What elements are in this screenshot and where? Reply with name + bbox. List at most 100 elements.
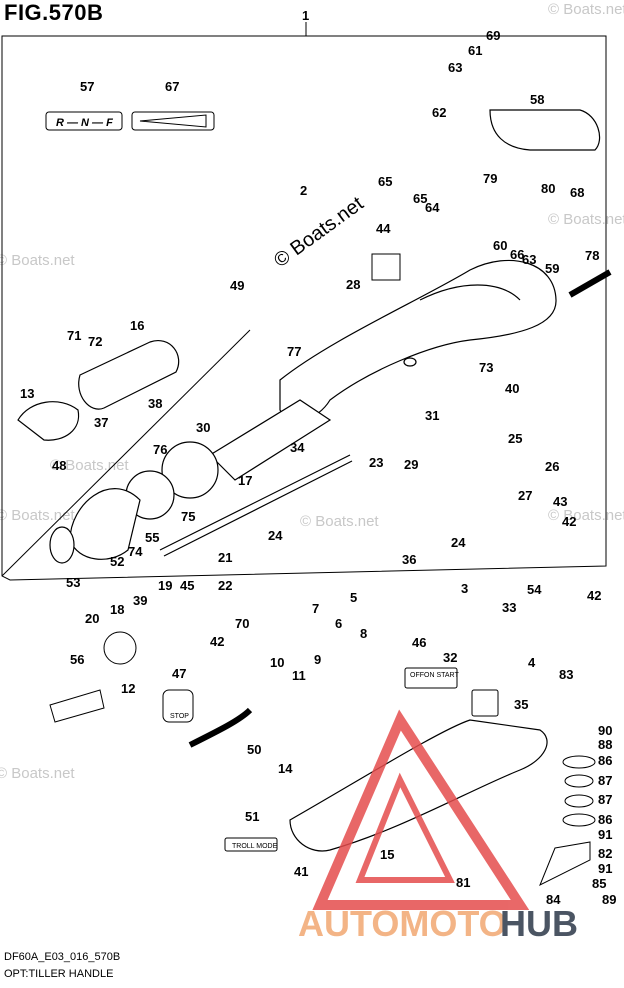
callout-7: 7 [312, 601, 319, 616]
callout-56: 56 [70, 652, 84, 667]
callout-79: 79 [483, 171, 497, 186]
callout-54: 54 [527, 582, 542, 597]
washer-86b [562, 813, 596, 827]
callout-89: 89 [602, 892, 616, 907]
callout-66: 66 [510, 247, 524, 262]
callout-12: 12 [121, 681, 135, 696]
callout-83: 83 [559, 667, 573, 682]
callout-42: 42 [210, 634, 224, 649]
callout-1: 1 [302, 8, 309, 23]
callout-91: 91 [598, 827, 612, 842]
callout-75: 75 [181, 509, 195, 524]
callout-37: 37 [94, 415, 108, 430]
callout-87: 87 [598, 773, 612, 788]
callout-63: 63 [522, 252, 536, 267]
shift-shaft [159, 454, 353, 557]
callout-58: 58 [530, 92, 544, 107]
callout-71: 71 [67, 328, 81, 343]
callout-42: 42 [587, 588, 601, 603]
callout-17: 17 [238, 473, 252, 488]
callout-18: 18 [110, 602, 124, 617]
callout-27: 27 [518, 488, 532, 503]
callout-3: 3 [461, 581, 468, 596]
figure-code: DF60A_E03_016_570B [4, 951, 121, 963]
switch-off-label: OFF [410, 672, 424, 679]
callout-78: 78 [585, 248, 599, 263]
callout-42: 42 [562, 514, 576, 529]
shift-label-plate: R — N — F [45, 111, 123, 131]
decal-67 [131, 111, 215, 131]
callout-62: 62 [432, 105, 446, 120]
callout-32: 32 [443, 650, 457, 665]
logo-left: AUTOMOTO [298, 903, 507, 944]
callout-19: 19 [158, 578, 172, 593]
callout-86: 86 [598, 753, 612, 768]
throttle-grip [17, 340, 332, 564]
callout-44: 44 [376, 221, 391, 236]
callout-25: 25 [508, 431, 522, 446]
callout-39: 39 [133, 593, 147, 608]
stop-label: STOP [170, 713, 189, 720]
callout-52: 52 [110, 554, 124, 569]
callout-65: 65 [378, 174, 392, 189]
callout-74: 74 [128, 544, 143, 559]
callout-72: 72 [88, 334, 102, 349]
tiller-handle-body [279, 259, 557, 422]
watermarks: © Boats.net © Boats.net © Boats.net © Bo… [0, 1, 624, 782]
callout-16: 16 [130, 318, 144, 333]
callout-46: 46 [412, 635, 426, 650]
callout-10: 10 [270, 655, 284, 670]
callout-14: 14 [278, 761, 293, 776]
switch-on-label: ON START [424, 672, 459, 679]
callout-13: 13 [20, 386, 34, 401]
watermark: © Boats.net [548, 507, 624, 524]
callout-86: 86 [598, 812, 612, 827]
callout-34: 34 [290, 440, 305, 455]
callout-65: 65 [413, 191, 427, 206]
callout-35: 35 [514, 697, 528, 712]
callout-43: 43 [553, 494, 567, 509]
callout-61: 61 [468, 43, 482, 58]
callout-33: 33 [502, 600, 516, 615]
callout-21: 21 [218, 550, 232, 565]
callout-11: 11 [292, 668, 306, 683]
figure-description: OPT:TILLER HANDLE [4, 968, 114, 980]
washer-86a [562, 755, 596, 769]
troll-label: TROLL MODE [232, 843, 278, 850]
switch-12 [103, 631, 137, 665]
watermark: © Boats.net [548, 211, 624, 228]
callout-88: 88 [598, 737, 612, 752]
callout-9: 9 [314, 652, 321, 667]
frame-lines [1, 22, 607, 581]
callout-31: 31 [425, 408, 439, 423]
callout-2: 2 [300, 183, 307, 198]
callout-48: 48 [52, 458, 66, 473]
bracket-82 [539, 841, 591, 887]
callout-63: 63 [448, 60, 462, 75]
switch-plate-46 [404, 667, 458, 689]
callout-81: 81 [456, 875, 470, 890]
callout-38: 38 [148, 396, 162, 411]
spring-78 [568, 269, 612, 298]
callout-59: 59 [545, 261, 559, 276]
small-components [49, 253, 596, 887]
troll-plate-51 [224, 837, 278, 852]
callout-77: 77 [287, 344, 301, 359]
plate-35 [471, 689, 499, 717]
watermark: © Boats.net [0, 252, 75, 269]
callout-80: 80 [541, 181, 555, 196]
callout-68: 68 [570, 185, 584, 200]
callout-57: 57 [80, 79, 94, 94]
watermark: © Boats.net [0, 765, 75, 782]
callout-55: 55 [145, 530, 159, 545]
callout-4: 4 [528, 655, 536, 670]
watermark: © Boats.net [548, 1, 624, 18]
center-watermark: © Boats.net [270, 192, 368, 272]
shift-label: R — N — F [56, 117, 113, 129]
callout-41: 41 [294, 864, 308, 879]
lever-56 [49, 689, 105, 723]
callout-84: 84 [546, 892, 561, 907]
callout-40: 40 [505, 381, 519, 396]
